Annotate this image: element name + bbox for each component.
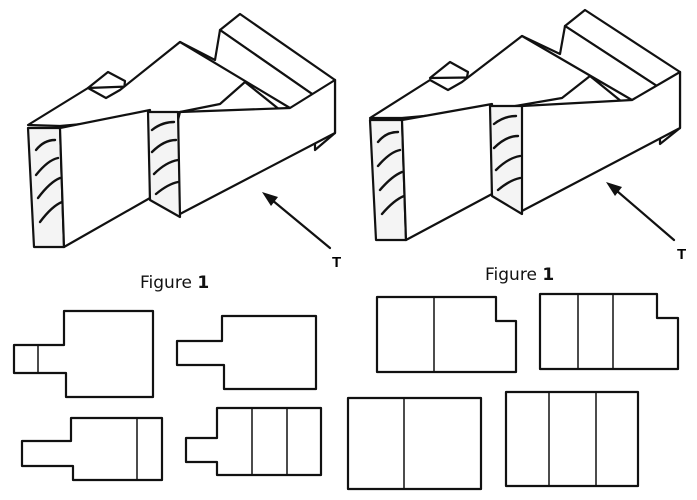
option-view-3 — [375, 295, 518, 374]
figure-caption-right: Figure 1 — [485, 265, 555, 285]
arrow-label-right: T — [677, 246, 687, 263]
option-view-7 — [346, 396, 483, 491]
option-view-8 — [504, 390, 640, 488]
figure-caption-left: Figure 1 — [140, 273, 210, 293]
option-view-1 — [12, 309, 155, 399]
option-view-2 — [175, 314, 318, 391]
option-view-5 — [20, 416, 164, 482]
block-left-drawing — [26, 12, 337, 250]
option-view-6 — [184, 406, 323, 477]
arrow-label-left: T — [332, 254, 342, 271]
option-view-4 — [538, 292, 680, 371]
block-right-drawing — [368, 8, 682, 242]
